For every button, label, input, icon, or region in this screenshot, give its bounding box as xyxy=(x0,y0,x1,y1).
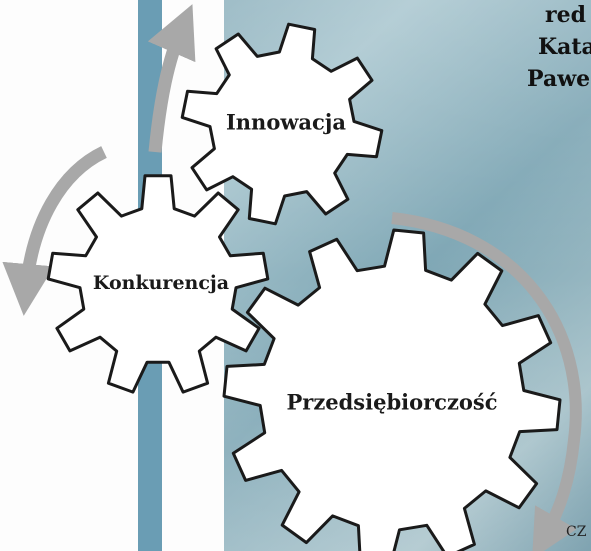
editor-line-1: red xyxy=(545,2,586,28)
editor-block: red xyxy=(545,0,586,30)
gear-entrepreneurship xyxy=(222,228,562,551)
gear-competition xyxy=(46,174,270,394)
editor-line-3: Pawe xyxy=(527,66,591,92)
curved-arrow-icon-left xyxy=(2,146,107,316)
gear-label-innovation: Innowacja xyxy=(226,110,346,135)
editor-line-3-wrap: Pawe xyxy=(527,64,590,94)
curved-arrow-icon-top xyxy=(147,4,196,153)
editor-line-2-wrap: Kata xyxy=(538,32,591,62)
curved-arrow-icon-right xyxy=(391,212,582,551)
editor-line-2: Kata xyxy=(538,34,591,60)
gear-label-competition: Konkurencja xyxy=(93,272,229,294)
gear-innovation xyxy=(180,22,384,226)
footer-fragment: CZ xyxy=(566,524,587,540)
gear-label-entrepreneurship: Przedsiębiorczość xyxy=(286,390,497,415)
